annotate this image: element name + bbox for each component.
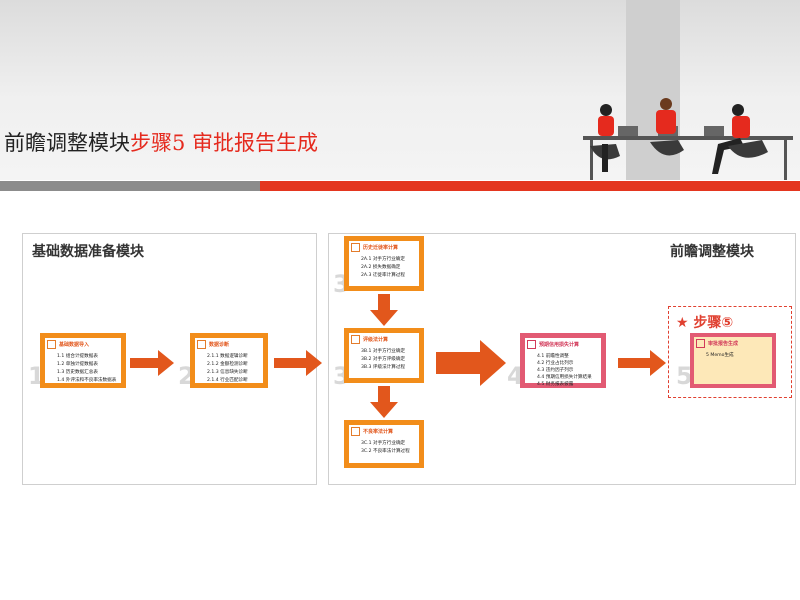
- card-title: 数据诊断: [209, 341, 230, 348]
- chart-icon: [351, 243, 360, 252]
- diagnosis-icon: [197, 340, 206, 349]
- card-line: 3C.1 对手方行业确定: [361, 441, 406, 446]
- office-illustration: [583, 98, 793, 180]
- step-number-5: 5: [676, 362, 693, 390]
- divider-red: [260, 181, 800, 191]
- card-line: 4.5 财务报表披露: [537, 382, 574, 387]
- card-line: 3B.2 对手方评级确定: [361, 357, 406, 362]
- arrow-right-icon: [436, 340, 506, 386]
- card-title: 审批报告生成: [708, 340, 739, 347]
- card-title: 预期信用损失计算: [539, 341, 580, 348]
- card-line: 1.1 组合计提数据表: [57, 354, 98, 359]
- card-title: 基础数据导入: [59, 341, 90, 348]
- chart-icon: [351, 427, 360, 436]
- card-approval-report[interactable]: 审批报告生成 5 Memo生成: [690, 333, 776, 388]
- card-data-diagnosis[interactable]: 数据诊断 2.1.1 数据逻辑诊断 2.1.2 金额检测诊断 2.1.3 信息缺…: [190, 333, 268, 388]
- page-title: 前瞻调整模块步骤5 审批报告生成: [4, 127, 318, 157]
- card-npl-method[interactable]: 不良率法计算 3C.1 对手方行业确定 3C.2 不良率法计算过程: [344, 420, 424, 468]
- card-line: 4.1 前瞻性调整: [537, 354, 569, 359]
- step5-highlight-box: [668, 306, 792, 398]
- card-line: 4.4 预期信用损失计算结果: [537, 375, 592, 380]
- step5-label: ★ 步骤⑤: [676, 315, 734, 331]
- card-line: 2.1.3 信息缺失诊断: [207, 370, 248, 375]
- card-line: 1.3 历史数据汇总表: [57, 370, 98, 375]
- forward-adjust-panel-title: 前瞻调整模块: [670, 244, 754, 260]
- arrow-down-icon: [370, 386, 398, 418]
- chart-icon: [351, 335, 360, 344]
- card-line: 2.1.4 行业匹配诊断: [207, 378, 248, 383]
- document-icon: [696, 339, 705, 348]
- chart-icon: [527, 340, 536, 349]
- card-line: 2.1.2 金额检测诊断: [207, 362, 248, 367]
- card-line: 3C.2 不良率法计算过程: [361, 449, 410, 454]
- arrow-right-icon: [274, 350, 322, 376]
- card-line: 2A.2 损失数据确定: [361, 265, 401, 270]
- arrow-right-icon: [618, 350, 666, 376]
- arrow-down-icon: [370, 294, 398, 326]
- title-step: 步骤5 审批报告生成: [130, 131, 319, 155]
- card-line: 3B.1 对手方行业确定: [361, 349, 406, 354]
- card-line: 4.2 行业占比列示: [537, 361, 574, 366]
- card-rating-method[interactable]: 评级法计算 3B.1 对手方行业确定 3B.2 对手方评级确定 3B.3 评级法…: [344, 328, 424, 383]
- card-line: 4.3 违约因子列示: [537, 368, 574, 373]
- arrow-right-icon: [130, 350, 174, 376]
- card-title: 评级法计算: [363, 336, 389, 343]
- card-line: 5 Memo生成: [706, 353, 734, 358]
- card-historical-migration[interactable]: 历史迁徙率计算 2A.1 对手方行业确定 2A.2 损失数据确定 2A.3 迁徙…: [344, 236, 424, 291]
- card-expected-credit-loss[interactable]: 预期信用损失计算 4.1 前瞻性调整 4.2 行业占比列示 4.3 违约因子列示…: [520, 333, 606, 388]
- card-line: 2A.1 对手方行业确定: [361, 257, 405, 262]
- card-data-import[interactable]: 基础数据导入 1.1 组合计提数据表 1.2 单独计提数据表 1.3 历史数据汇…: [40, 333, 126, 388]
- basic-data-panel-title: 基础数据准备模块: [32, 244, 144, 260]
- title-main: 前瞻调整模块: [4, 131, 130, 155]
- card-line: 1.2 单独计提数据表: [57, 362, 98, 367]
- step-number-4: 4: [507, 362, 524, 390]
- card-line: 1.4 外评法和不良率法数据表: [57, 378, 117, 383]
- card-title: 不良率法计算: [363, 428, 394, 435]
- table-icon: [47, 340, 56, 349]
- card-line: 2.1.1 数据逻辑诊断: [207, 354, 248, 359]
- card-line: 3B.3 评级法计算过程: [361, 365, 406, 370]
- divider-grey: [0, 181, 260, 191]
- card-line: 2A.3 迁徙率计算过程: [361, 273, 405, 278]
- card-title: 历史迁徙率计算: [363, 244, 399, 251]
